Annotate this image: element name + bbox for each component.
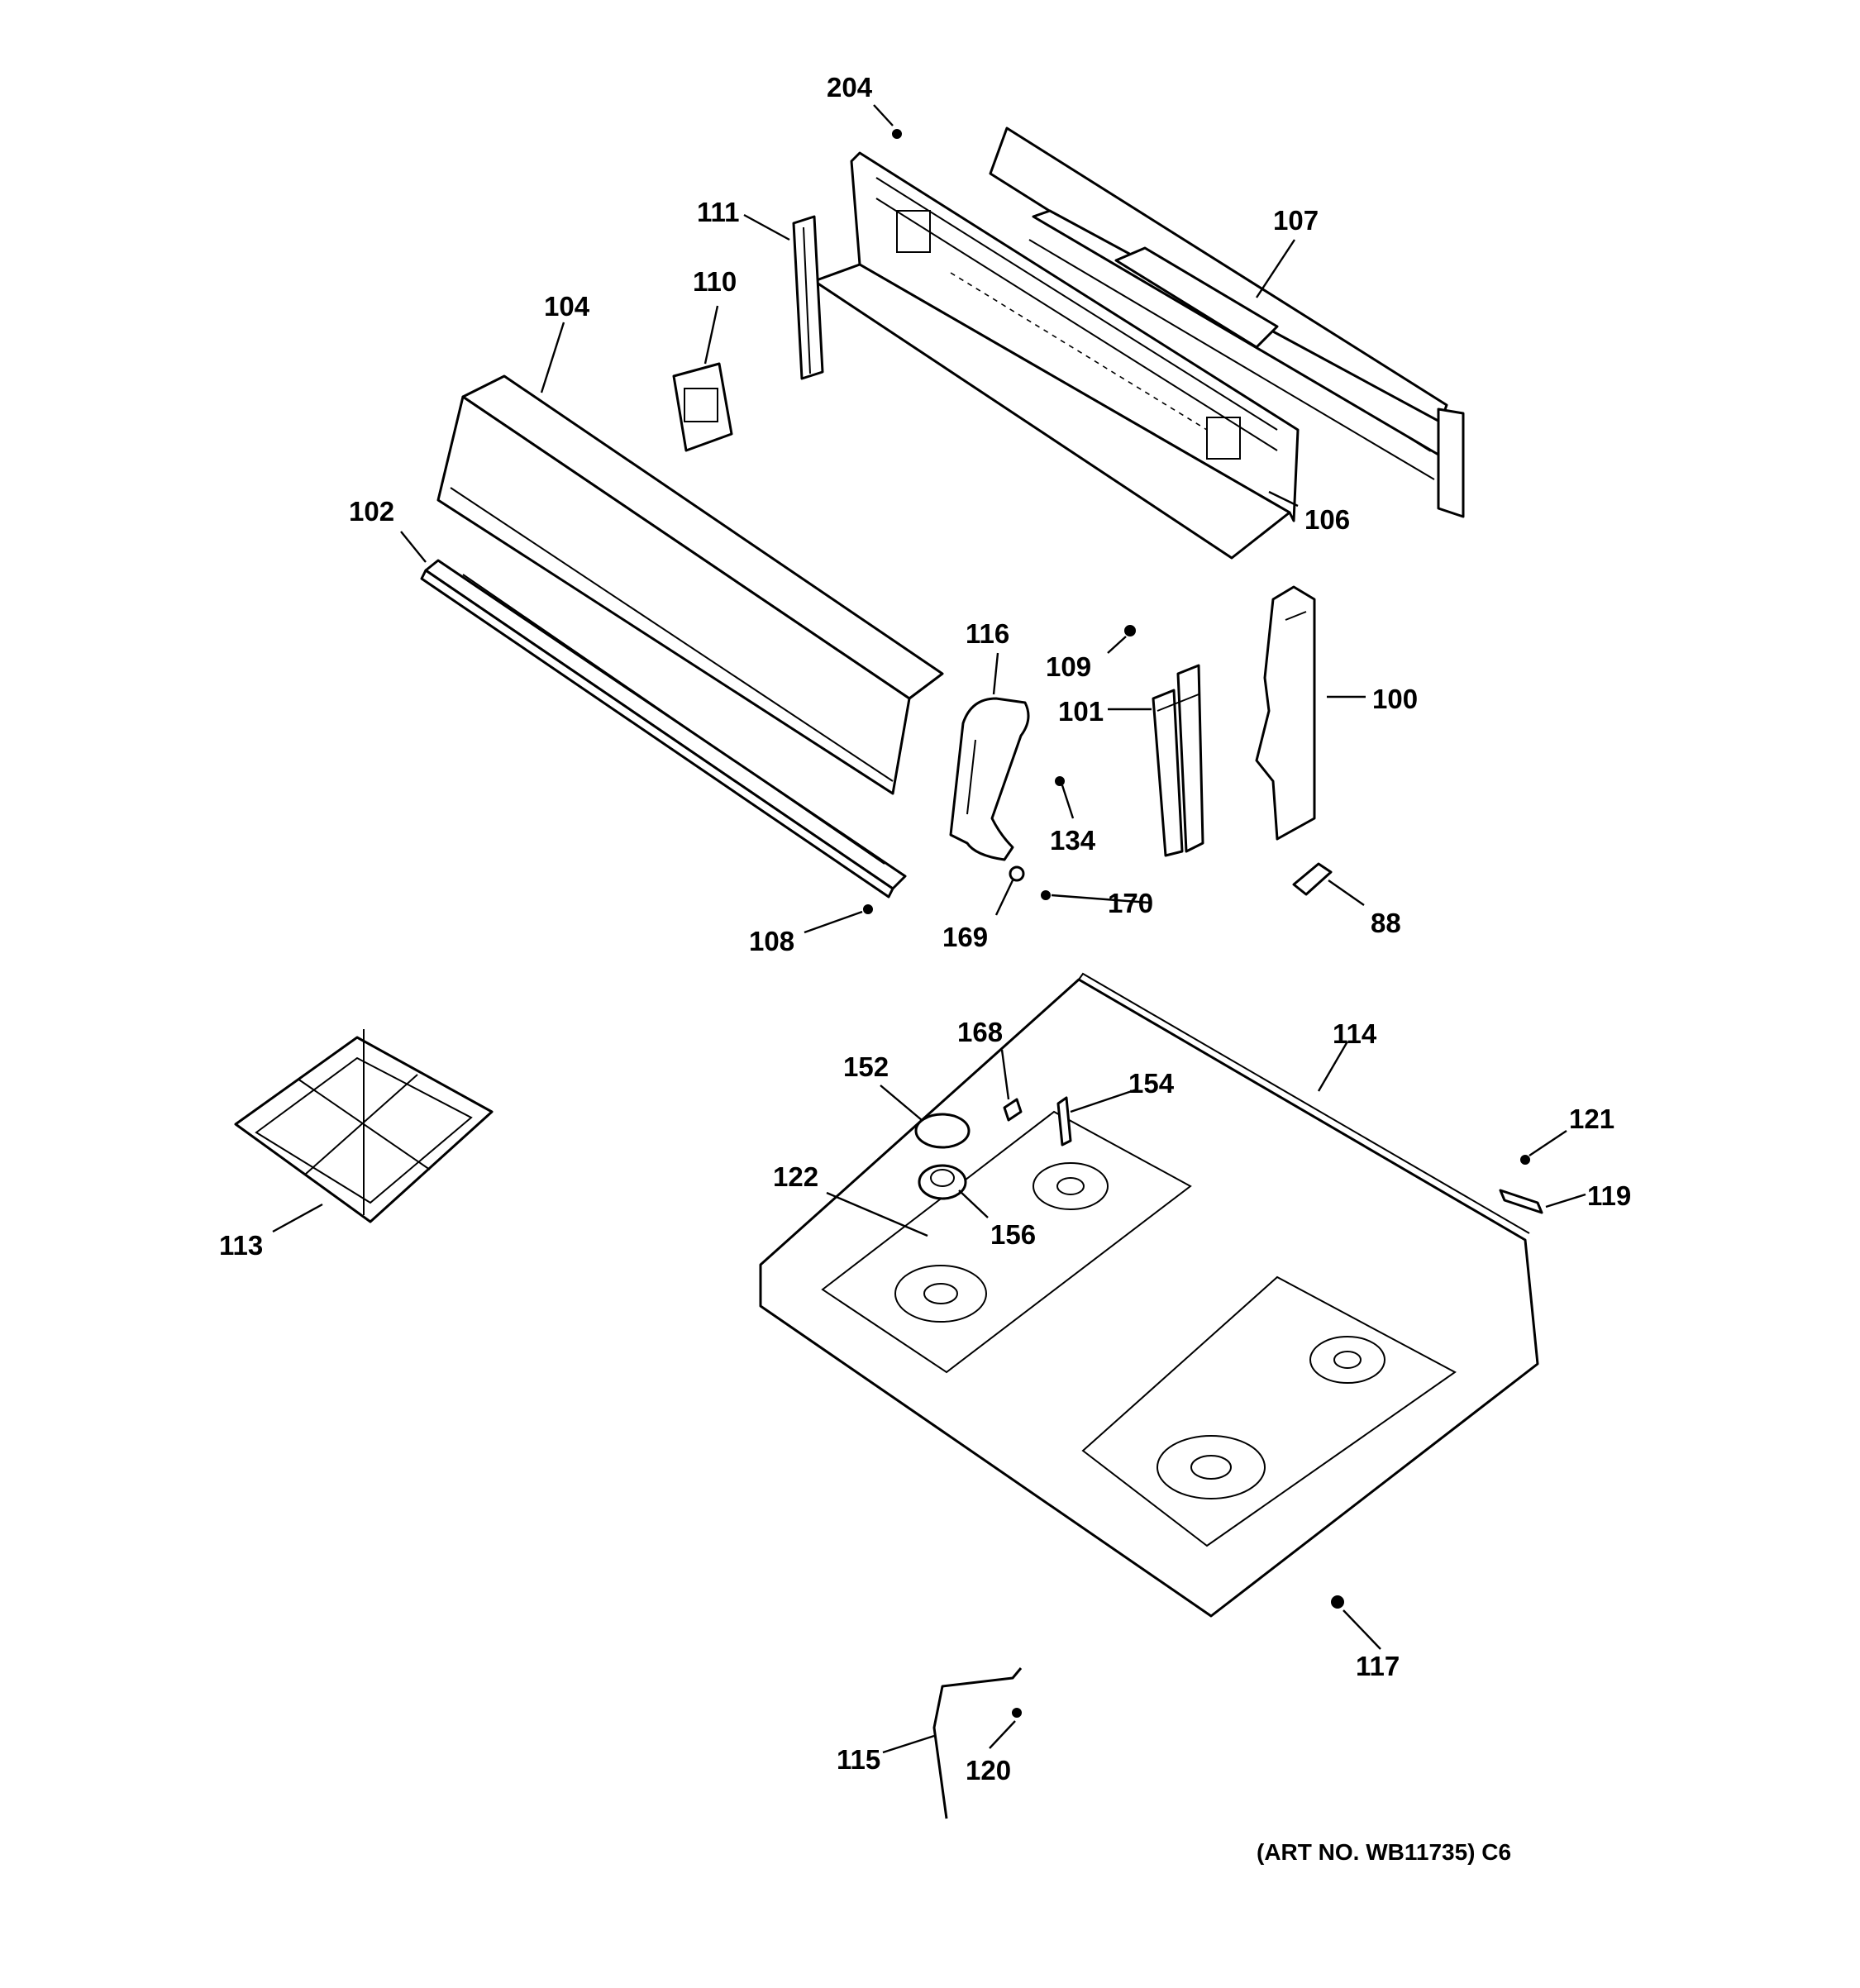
callout-120: 120 (966, 1755, 1011, 1785)
part-111-bracket (792, 215, 824, 380)
callout-111: 111 (697, 197, 739, 227)
part-116-manifold-cover (949, 697, 1030, 861)
part-100-side-panel (1255, 585, 1316, 841)
callout-170: 170 (1108, 888, 1153, 918)
callout-104: 104 (544, 291, 590, 322)
part-104-control-panel (436, 374, 944, 795)
part-110-switch (672, 362, 733, 452)
callout-116: 116 (966, 618, 1009, 649)
callout-88: 88 (1371, 908, 1401, 938)
burner-components (914, 1096, 1543, 1214)
part-107-cover-panel (989, 126, 1465, 518)
part-101-bracket (1152, 664, 1204, 857)
callout-114: 114 (1333, 1018, 1377, 1049)
part-88-clip (1292, 862, 1333, 896)
callout-106: 106 (1304, 504, 1350, 535)
callout-119: 119 (1587, 1180, 1631, 1211)
callout-169: 169 (942, 922, 988, 952)
callout-134: 134 (1050, 825, 1096, 856)
leader-lines (272, 104, 1586, 1754)
callout-labels: 204 111 110 104 107 106 102 116 109 101 … (219, 72, 1631, 1865)
callout-109: 109 (1046, 651, 1091, 682)
callout-100: 100 (1372, 684, 1418, 714)
art-number: (ART NO. WB11735) C6 (1257, 1839, 1511, 1865)
callout-110: 110 (693, 266, 737, 297)
callout-115: 115 (837, 1744, 880, 1775)
callout-108: 108 (749, 926, 794, 956)
callout-102: 102 (349, 496, 394, 527)
callout-204: 204 (827, 72, 873, 102)
fasteners (863, 129, 1530, 1718)
callout-168: 168 (957, 1017, 1003, 1047)
part-106-back-rail (813, 151, 1300, 560)
callout-107: 107 (1273, 205, 1319, 236)
part-115-rod (932, 1667, 1023, 1819)
callout-113: 113 (219, 1230, 263, 1261)
part-113-grate (234, 1029, 494, 1223)
part-102-trim (420, 559, 907, 899)
callout-101: 101 (1058, 696, 1104, 727)
callout-156: 156 (990, 1219, 1036, 1250)
callout-117: 117 (1356, 1651, 1400, 1681)
callout-152: 152 (843, 1051, 889, 1082)
callout-122: 122 (773, 1161, 818, 1192)
callout-121: 121 (1569, 1104, 1614, 1134)
callout-154: 154 (1128, 1068, 1175, 1099)
